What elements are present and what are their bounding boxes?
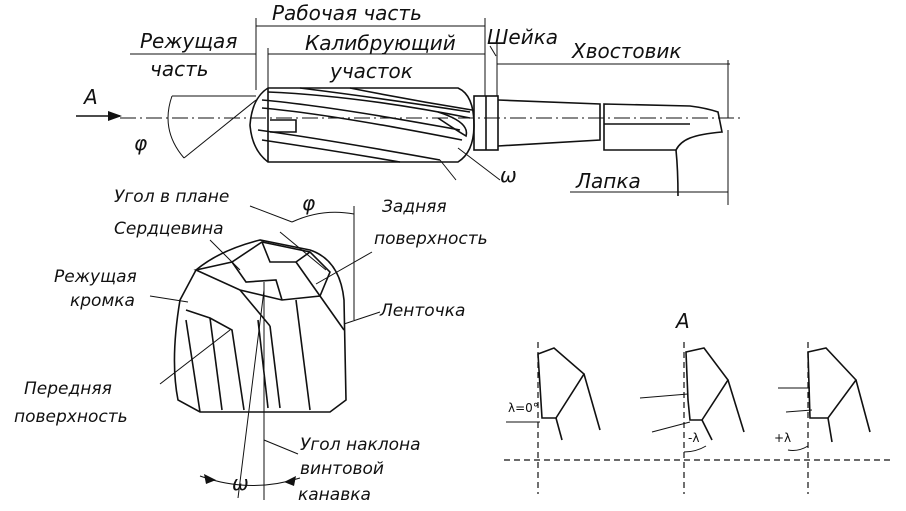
plan-angle-arc: [291, 211, 355, 223]
label-core: Сердцевина: [114, 219, 224, 239]
label-rake-2: поверхность: [14, 407, 128, 427]
helix-arc: [199, 475, 301, 487]
label-lambda-positive: +λ: [774, 431, 791, 445]
label-phi-top: φ: [134, 131, 147, 155]
label-calibrating-2: участок: [329, 59, 413, 83]
label-helix-3: канавка: [298, 485, 371, 505]
helical-flutes: [257, 87, 473, 163]
shank-body: [497, 99, 601, 147]
label-rake-1: Передняя: [24, 379, 112, 399]
label-cutting-part-1: Режущая: [140, 29, 237, 53]
label-view-a-title: A: [674, 309, 690, 333]
helix-line: [237, 289, 265, 499]
lambda-negative-tooth: -λ: [639, 342, 745, 494]
label-helix-2: винтовой: [300, 459, 384, 479]
reamer-side-view: Рабочая часть Шейка Режущая часть Калибр…: [76, 1, 740, 205]
label-lambda-zero: λ=0°: [508, 401, 539, 415]
label-plan-angle: Угол в плане: [114, 187, 229, 207]
label-omega-bottom: ω: [232, 471, 249, 495]
working-part-body: [249, 87, 475, 163]
view-a-detail: A λ=0° -λ: [504, 309, 890, 494]
lambda-positive-tooth: +λ: [774, 342, 871, 494]
label-flank-1: Задняя: [382, 197, 447, 217]
label-margin: Ленточка: [379, 301, 465, 321]
label-tang: Лапка: [575, 169, 641, 193]
label-view-a: A: [82, 85, 98, 109]
detail-flutes: [185, 289, 345, 413]
tang-body: [603, 103, 723, 151]
label-omega-top: ω: [500, 163, 517, 187]
label-shank: Хвостовик: [571, 39, 681, 63]
detail-top-face: [193, 241, 331, 301]
cutting-part-detail: Угол в плане φ Сердцевина Задняя поверхн…: [14, 187, 488, 505]
phi-arc: [167, 95, 185, 159]
detail-body: [173, 239, 347, 413]
label-cutting-part-2: часть: [150, 57, 209, 81]
label-neck: Шейка: [487, 25, 558, 49]
label-working-part: Рабочая часть: [272, 1, 422, 25]
label-flank-2: поверхность: [374, 229, 488, 249]
lambda-zero-tooth: λ=0°: [506, 342, 601, 494]
label-cutting-edge-1: Режущая: [54, 267, 137, 287]
label-cutting-edge-2: кромка: [70, 291, 135, 311]
omega-leader: [457, 147, 501, 181]
label-helix-1: Угол наклона: [300, 435, 421, 455]
label-lambda-negative: -λ: [688, 431, 699, 445]
label-phi-mid: φ: [302, 191, 315, 215]
label-calibrating-1: Калибрующий: [305, 31, 456, 55]
